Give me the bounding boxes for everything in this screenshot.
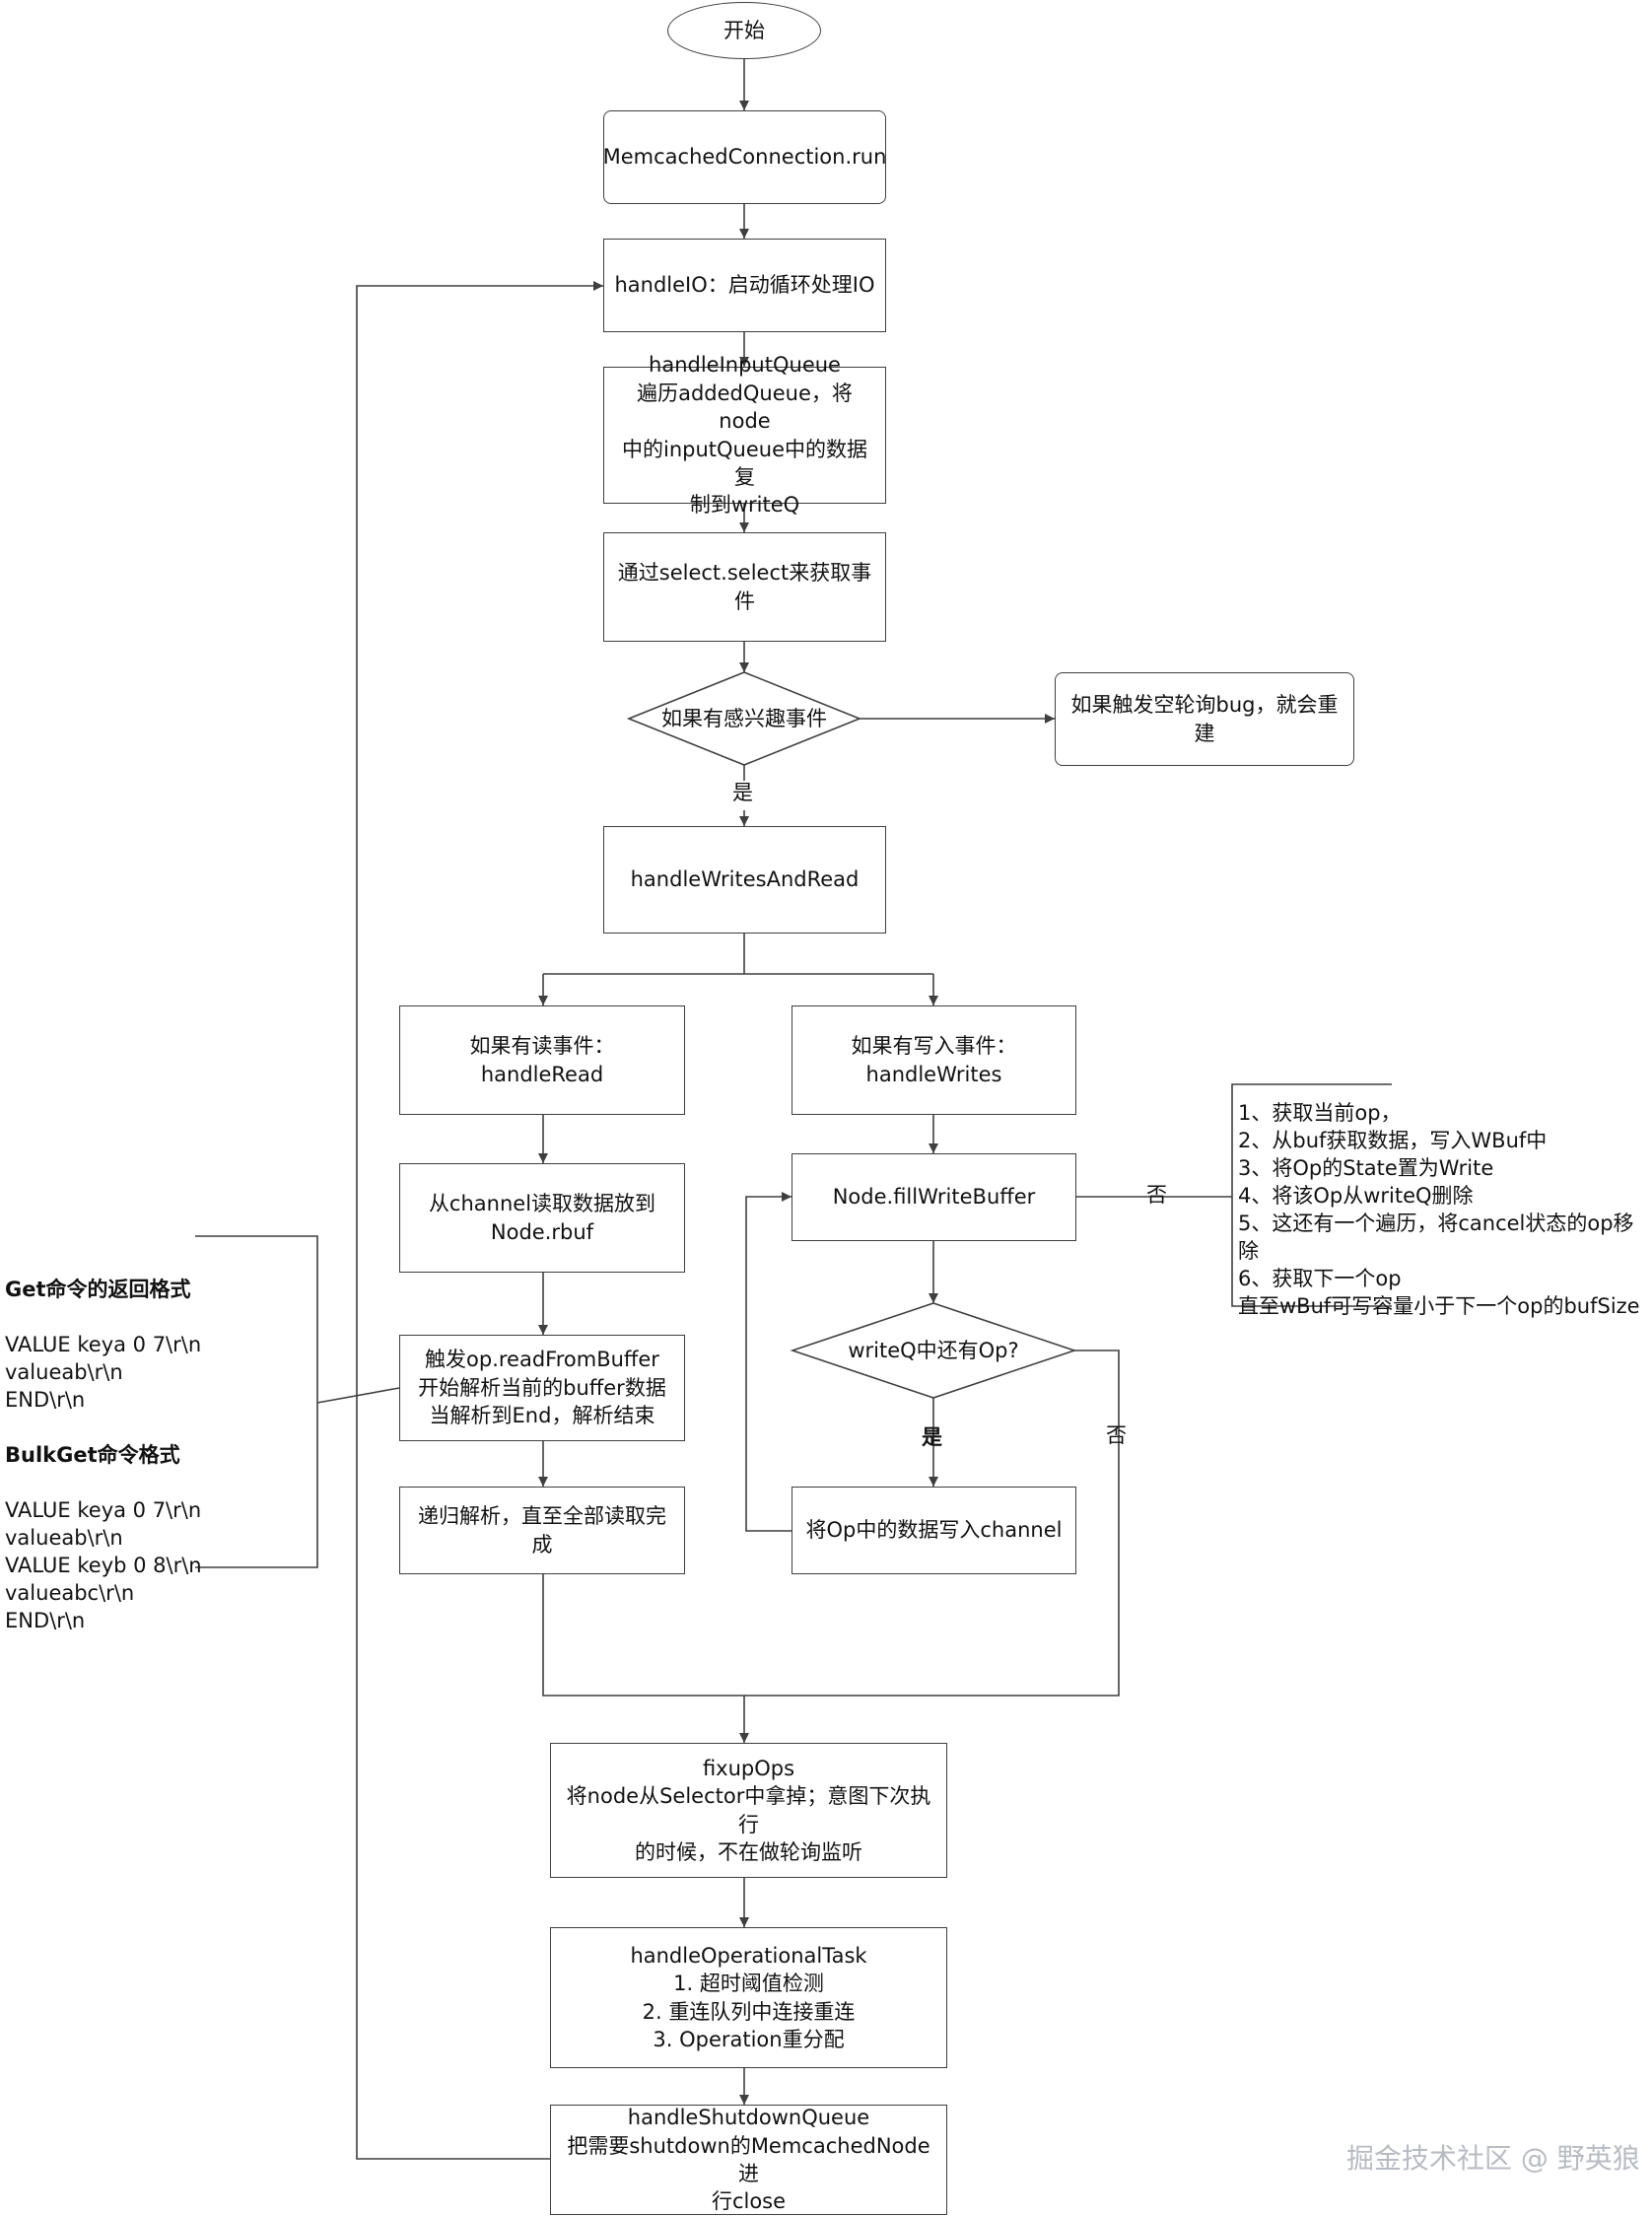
writeq-decision-shape [790,1302,1077,1399]
fill-no-label: 否 [1146,1183,1167,1207]
edge-format-note [316,1387,400,1404]
get-format-title: Get命令的返回格式 [5,1278,191,1301]
handle-writes-and-read-node: handleWritesAndRead [603,826,886,934]
edge-split [543,934,933,975]
interest-decision-node: 如果有感兴趣事件 [661,706,827,730]
writeq-no-label: 否 [1106,1423,1127,1447]
edge-left-merge [542,1574,744,1697]
get-format-body: VALUE keya 0 7\r\n valueab\r\n END\r\n [5,1333,202,1412]
interest-decision-shape [626,671,862,766]
handle-writes-node: 如果有写入事件： handleWrites [792,1005,1076,1115]
handle-operational-task-node: handleOperationalTask 1. 超时阈值检测 2. 重连队列中… [550,1927,947,2068]
write-channel-node: 将Op中的数据写入channel [792,1487,1076,1574]
start-node: 开始 [667,2,821,59]
bulkget-format-title: BulkGet命令格式 [5,1443,180,1467]
edge-decision-no [744,1350,1120,1697]
command-format-note: Get命令的返回格式 VALUE keya 0 7\r\n valueab\r\… [5,1248,202,1662]
handle-read-node: 如果有读事件： handleRead [399,1005,685,1115]
format-note-bracket [195,1235,318,1568]
interest-yes-label: 是 [732,781,753,804]
writeq-yes-label: 是 [922,1425,942,1449]
bulkget-format-body: VALUE keya 0 7\r\n valueab\r\n VALUE key… [5,1498,202,1632]
fixup-ops-node: fixupOps 将node从Selector中拿掉；意图下次执行 的时候，不在… [550,1743,947,1878]
handle-io-node: handleIO：启动循环处理IO [603,239,886,332]
fill-write-buffer-note: 1、获取当前op， 2、从buf获取数据，写入WBuf中 3、将Op的State… [1238,1101,1640,1318]
edge-loop-back-fill [745,1192,792,1532]
handle-shutdown-queue-node: handleShutdownQueue 把需要shutdown的Memcache… [550,2105,947,2215]
writeq-decision-node: writeQ中还有Op? [848,1338,1019,1362]
recursive-parse-node: 递归解析，直至全部读取完成 [399,1487,685,1574]
channel-read-node: 从channel读取数据放到 Node.rbuf [399,1163,685,1273]
memcached-connection-run-node: MemcachedConnection.run [603,110,886,204]
select-events-node: 通过select.select来获取事件 [603,532,886,642]
fill-write-buffer-node: Node.fillWriteBuffer [792,1153,1076,1241]
fill-note-bracket [1231,1083,1392,1307]
handle-input-queue-node: handleInputQueue 遍历addedQueue，将node 中的in… [603,353,886,517]
watermark: 掘金技术社区 @ 野英狼 [1346,2142,1640,2175]
rebuild-selector-node: 如果触发空轮询bug，就会重建 [1055,672,1354,766]
edge-loop-handleio [356,281,603,2160]
read-from-buffer-node: 触发op.readFromBuffer 开始解析当前的buffer数据 当解析到… [399,1335,685,1441]
